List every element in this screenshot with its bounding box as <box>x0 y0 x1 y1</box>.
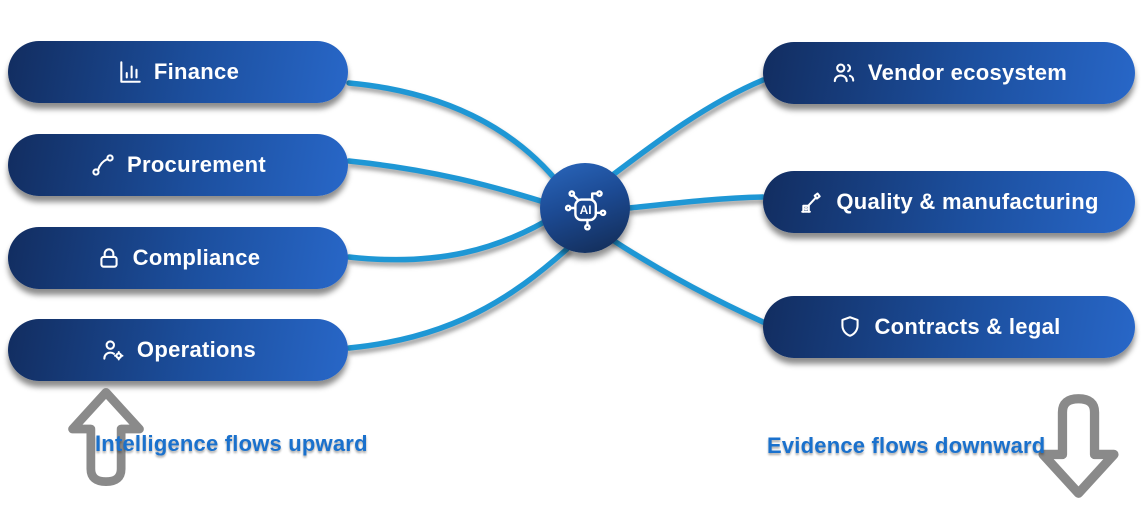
node-quality-manufacturing: Quality & manufacturing <box>763 171 1135 233</box>
lock-icon <box>100 248 118 268</box>
bar-chart-icon <box>120 61 141 83</box>
node-label: Operations <box>136 337 257 362</box>
node-label: Contracts & legal <box>874 314 1061 339</box>
ai-chip-label: AI <box>580 203 592 217</box>
users-icon <box>833 63 855 83</box>
robot-arm-icon <box>801 192 822 213</box>
connector-compliance-to-ai <box>346 218 549 263</box>
node-vendor-ecosystem: Vendor ecosystem <box>763 42 1135 104</box>
node-compliance: Compliance <box>8 227 348 289</box>
node-label: Compliance <box>132 245 261 270</box>
caption-intelligence: Intelligence flows upward <box>95 431 368 456</box>
shield-icon <box>841 316 860 337</box>
node-finance: Finance <box>8 41 348 103</box>
connector-ai-to-quality <box>626 194 766 211</box>
route-icon <box>92 154 114 176</box>
ai-hub-node: AI <box>540 163 630 253</box>
user-gear-icon <box>103 340 124 361</box>
node-procurement: Procurement <box>8 134 348 196</box>
node-label: Vendor ecosystem <box>867 60 1068 85</box>
connector-operations-to-ai <box>346 246 570 351</box>
node-contracts-legal: Contracts & legal <box>763 296 1135 358</box>
caption-evidence: Evidence flows downward <box>767 433 1046 458</box>
node-operations: Operations <box>8 319 348 381</box>
connector-ai-to-vendor <box>607 77 766 180</box>
node-label: Finance <box>153 59 240 84</box>
connector-ai-to-contracts <box>608 236 766 325</box>
node-label: Quality & manufacturing <box>836 189 1099 214</box>
ai-chip-icon: AI <box>564 190 607 231</box>
connector-procurement-to-ai <box>346 158 547 205</box>
arrow-down-icon <box>1038 394 1119 498</box>
node-label: Procurement <box>126 152 266 177</box>
connector-finance-to-ai <box>346 80 559 183</box>
arrow-up-icon <box>68 387 144 487</box>
